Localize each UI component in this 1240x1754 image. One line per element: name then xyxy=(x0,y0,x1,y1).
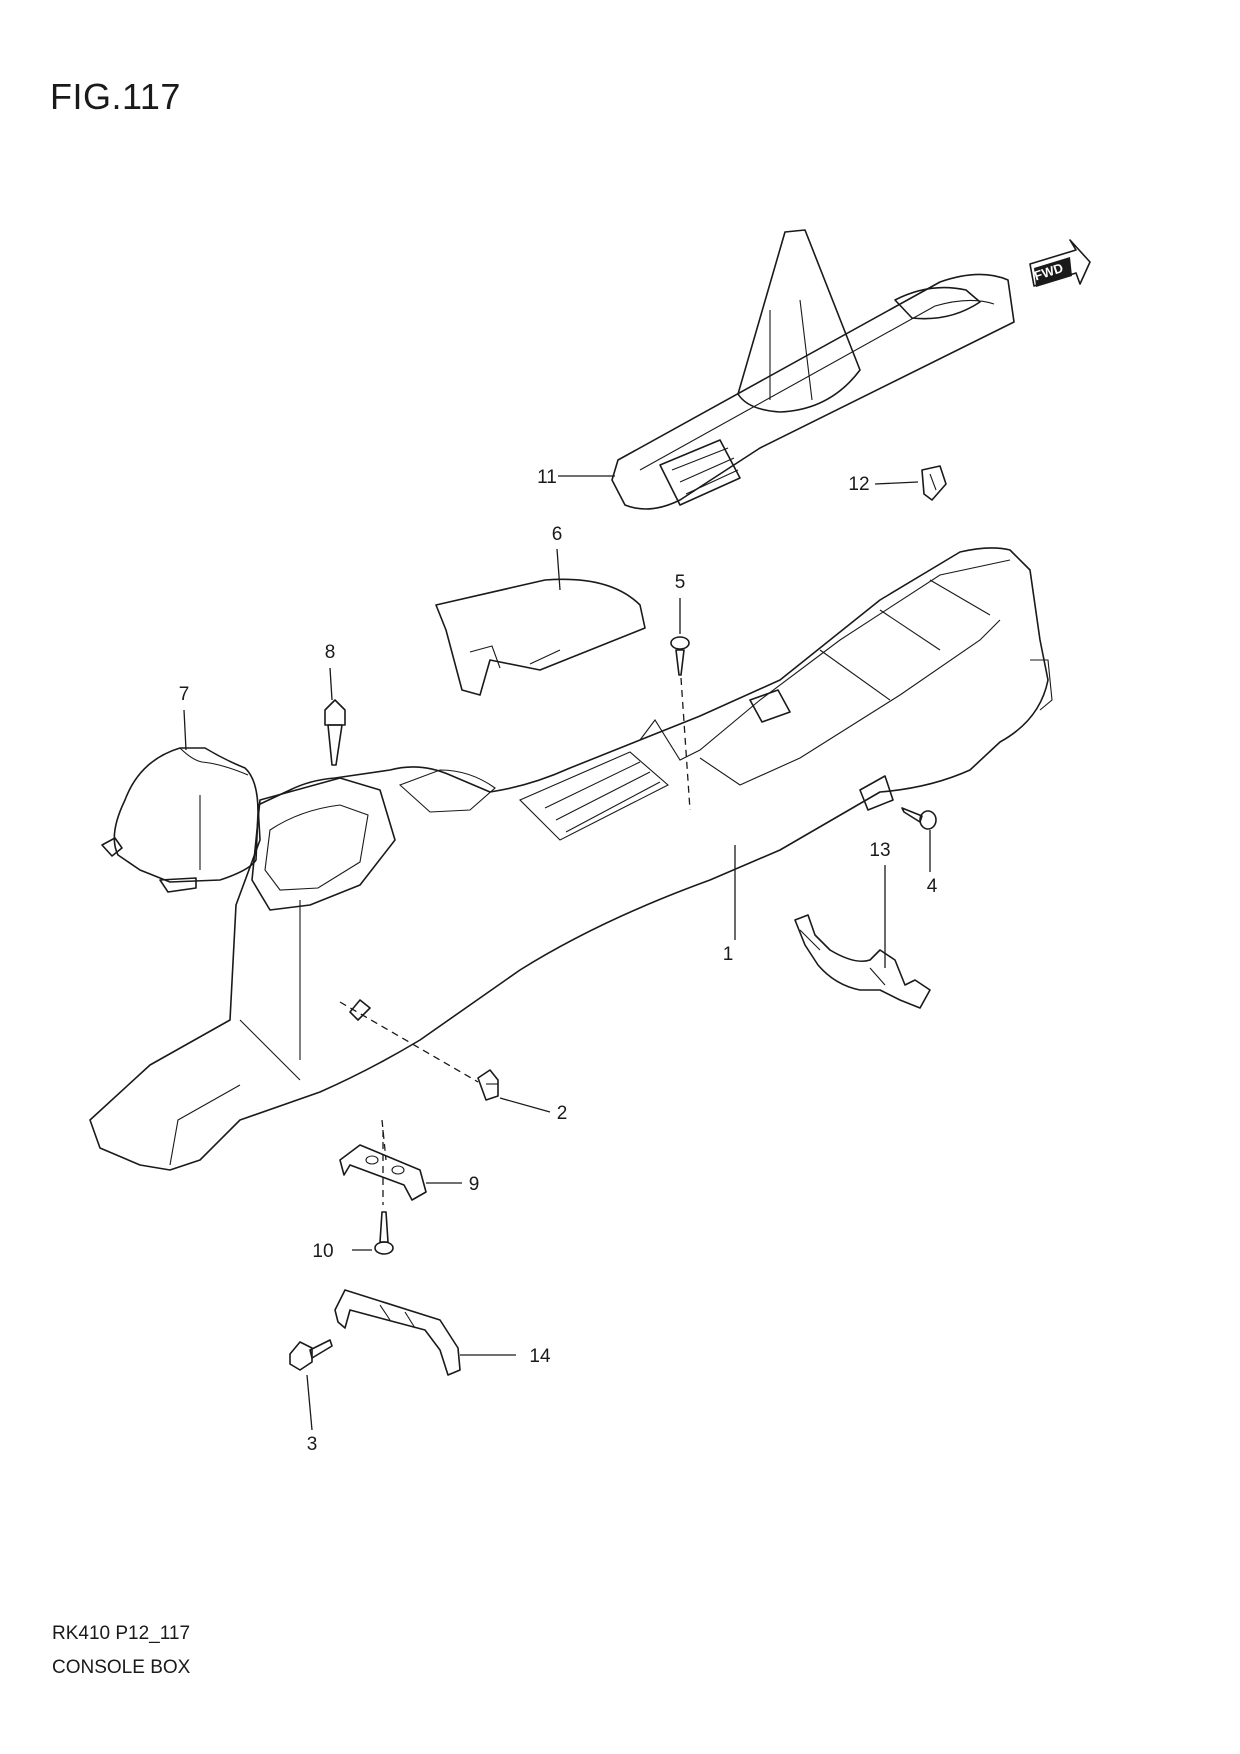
diagram-caption: CONSOLE BOX xyxy=(52,1657,191,1678)
callout-6: 6 xyxy=(552,524,563,545)
part-13-bracket xyxy=(794,914,931,1009)
callout-8: 8 xyxy=(325,642,336,663)
callout-2: 2 xyxy=(557,1103,568,1124)
part-5-screw xyxy=(670,636,690,676)
callout-4: 4 xyxy=(927,876,938,897)
assembly-lines xyxy=(339,677,691,1205)
part-1-console-box xyxy=(89,547,1053,1171)
callout-1: 1 xyxy=(723,944,734,965)
callout-9: 9 xyxy=(469,1174,480,1195)
part-2-clip xyxy=(477,1069,499,1101)
part-9-bracket xyxy=(339,1144,427,1201)
callout-10: 10 xyxy=(312,1241,333,1262)
part-4-screw xyxy=(901,807,937,830)
part-6-lid xyxy=(435,578,646,696)
part-7-armrest-cover xyxy=(101,747,259,893)
part-12-clip xyxy=(921,465,947,501)
callout-12: 12 xyxy=(848,474,869,495)
part-8-push-rivet xyxy=(324,699,346,766)
leader-lines xyxy=(183,475,931,1431)
callout-5: 5 xyxy=(675,572,686,593)
diagram-code: RK410 P12_117 xyxy=(52,1623,191,1644)
footer: RK410 P12_117 CONSOLE BOX xyxy=(52,1617,190,1685)
part-14-bracket xyxy=(334,1289,461,1376)
callout-3: 3 xyxy=(307,1434,318,1455)
callout-numbers: 1 2 3 4 5 6 7 8 9 10 11 12 13 14 xyxy=(179,467,938,1455)
callout-7: 7 xyxy=(179,684,190,705)
figure-title: FIG.117 xyxy=(50,76,181,117)
part-3-bolt xyxy=(289,1339,333,1371)
part-10-screw xyxy=(374,1211,394,1255)
part-11-shift-panel xyxy=(611,229,1015,510)
fwd-direction-badge: FWD xyxy=(1029,239,1091,287)
callout-14: 14 xyxy=(529,1346,551,1367)
callout-13: 13 xyxy=(869,840,890,861)
callout-11: 11 xyxy=(537,467,557,488)
